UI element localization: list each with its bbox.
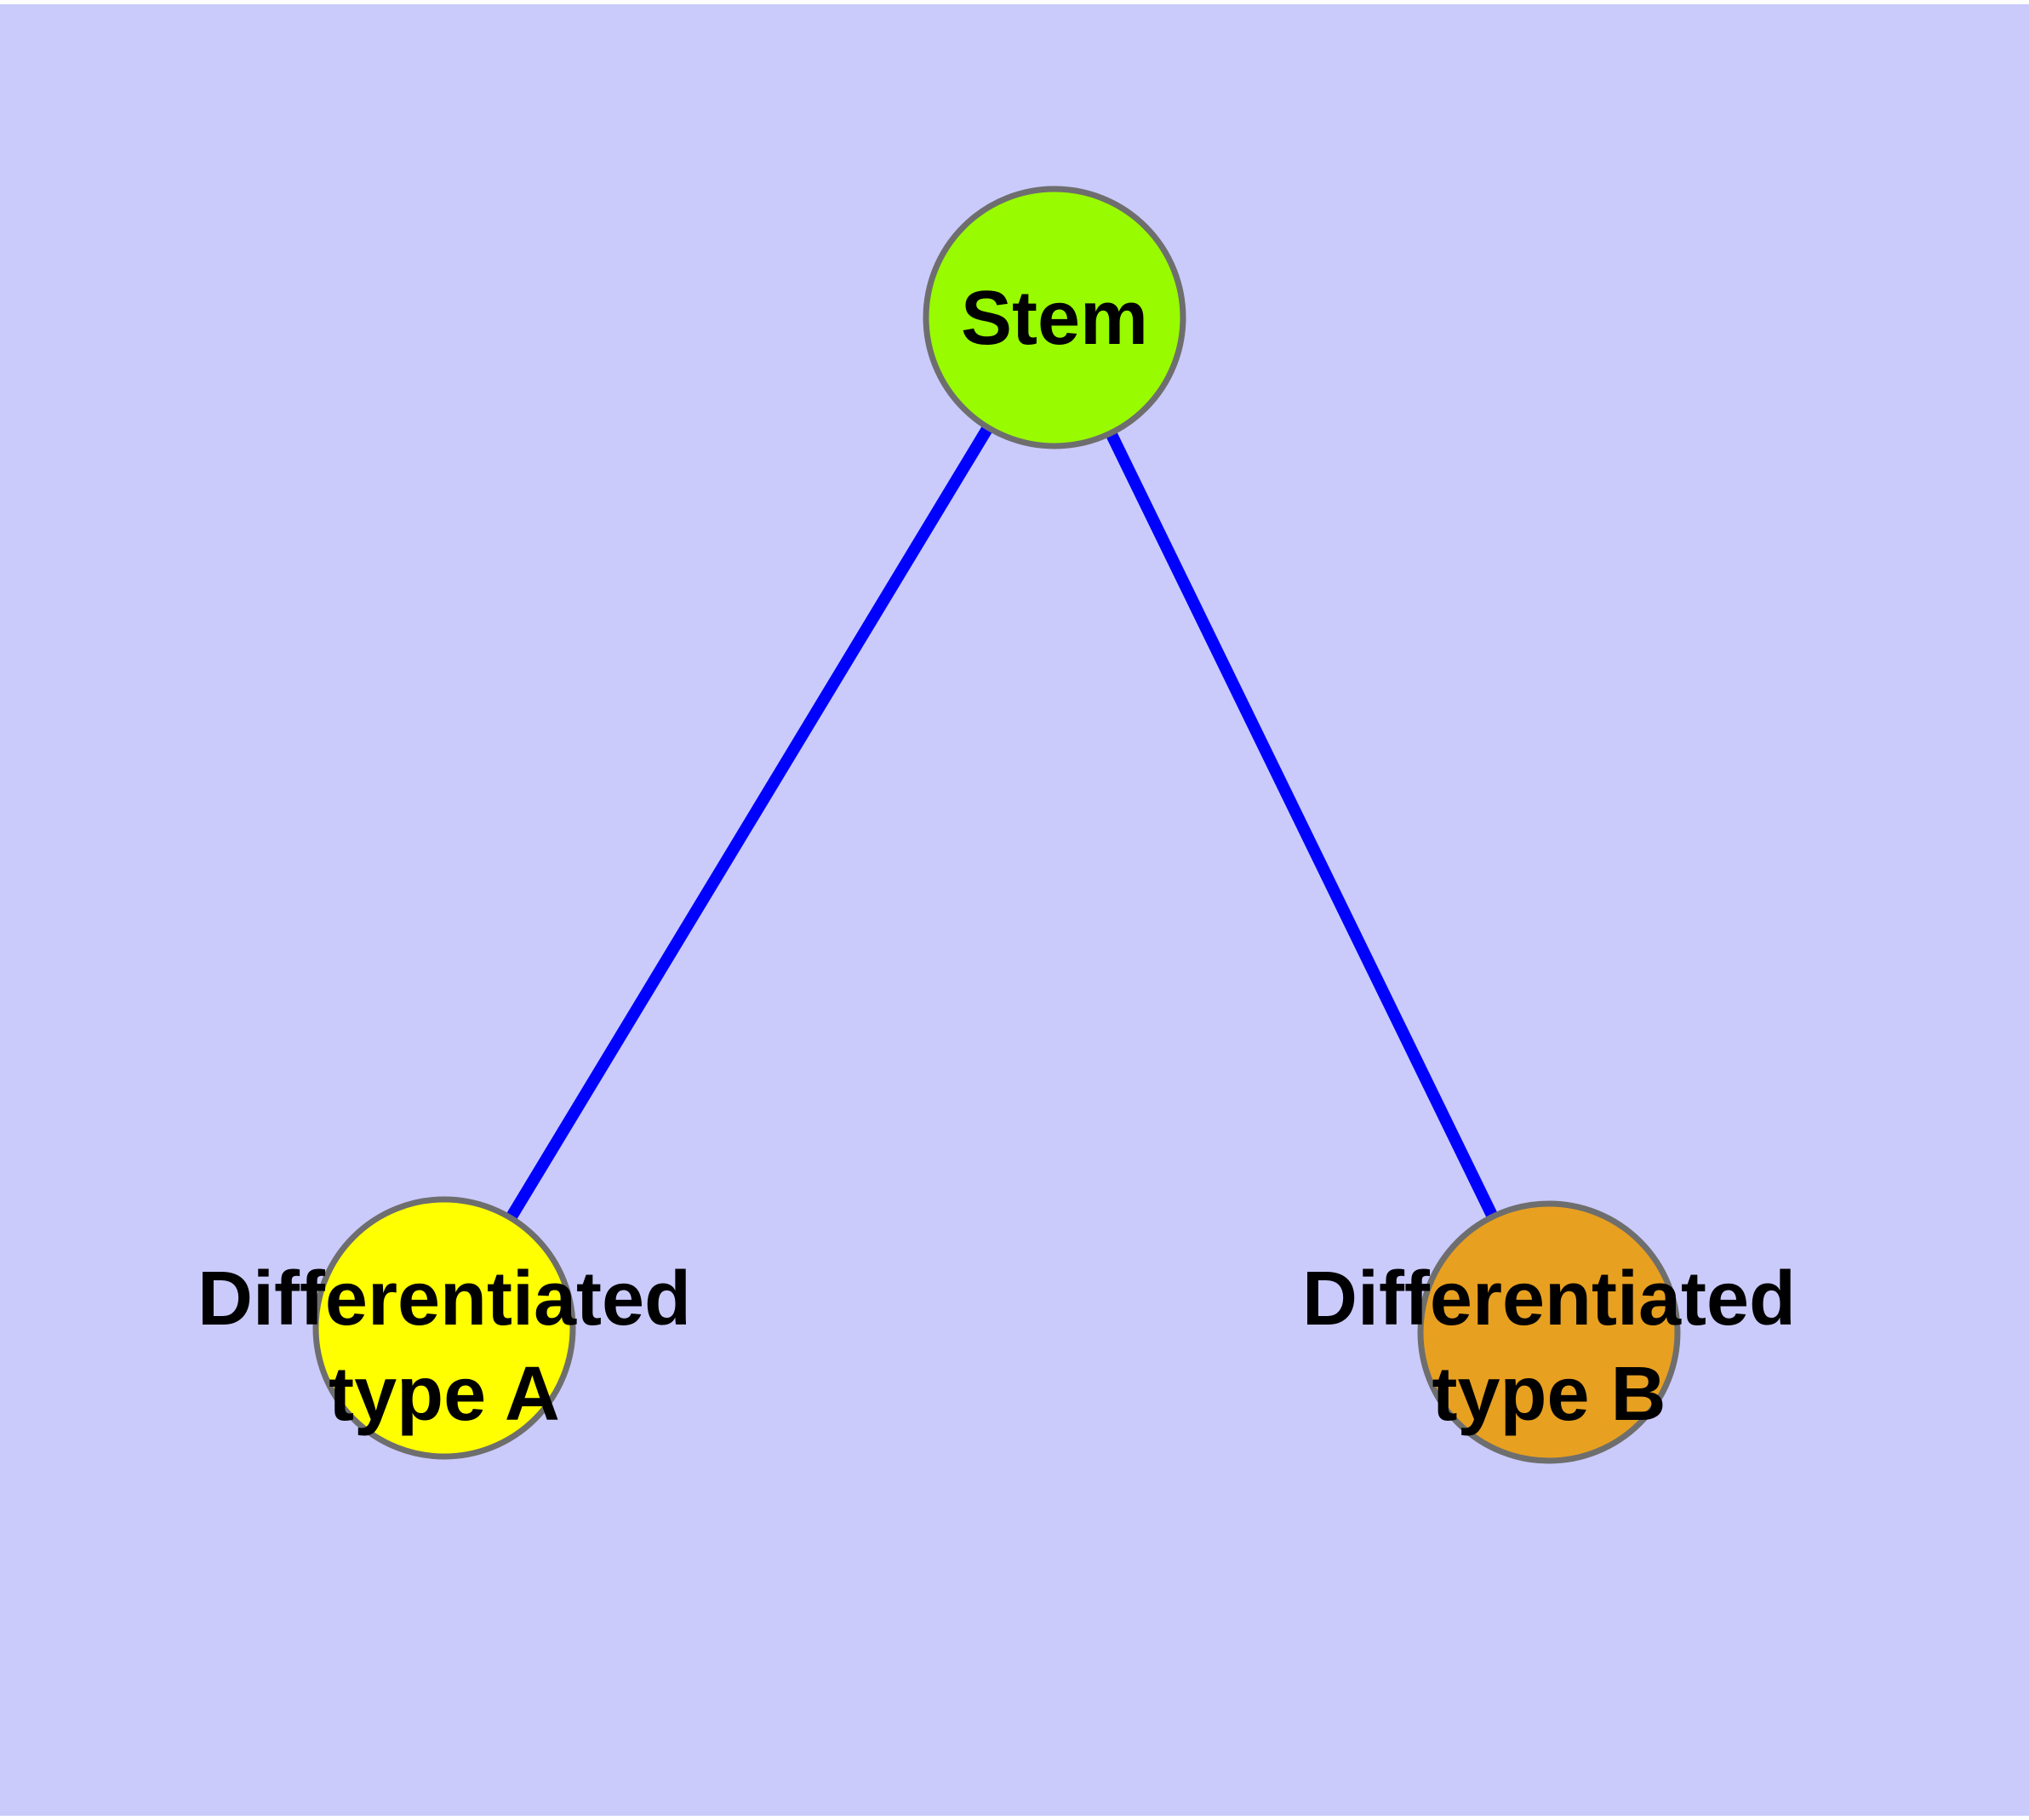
edge-stem-to-type-a — [439, 314, 1060, 1331]
node-stem-label: Stem — [961, 276, 1148, 361]
node-type-a-label-line1: Differentiated — [197, 1256, 691, 1342]
node-type-b-label-line2: type B — [1432, 1352, 1666, 1437]
node-type-a-label-line2: type A — [329, 1352, 560, 1437]
node-differentiated-type-a — [312, 1196, 576, 1460]
node-type-b-label-line1: Differentiated — [1302, 1256, 1796, 1342]
node-stem — [923, 186, 1186, 449]
edge-stem-to-type-b — [1049, 314, 1555, 1336]
node-differentiated-type-b — [1417, 1200, 1681, 1464]
